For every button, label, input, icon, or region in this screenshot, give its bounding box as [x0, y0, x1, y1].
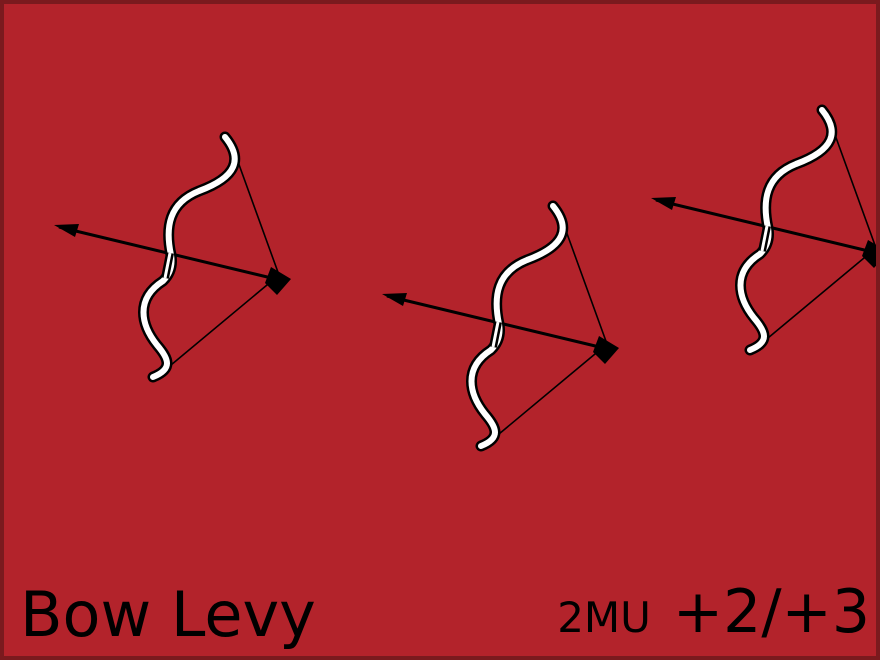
unit-name: Bow Levy: [20, 578, 316, 651]
combat-modifiers: +2/+3: [672, 577, 870, 647]
bow-and-arrow-icon: [382, 206, 619, 446]
unit-artwork: [4, 4, 880, 660]
bow-and-arrow-icon: [651, 110, 880, 350]
unit-size: 2MU: [557, 593, 651, 642]
unit-stats: 2MU+2/+3: [557, 582, 870, 642]
bow-and-arrow-icon: [54, 137, 291, 377]
